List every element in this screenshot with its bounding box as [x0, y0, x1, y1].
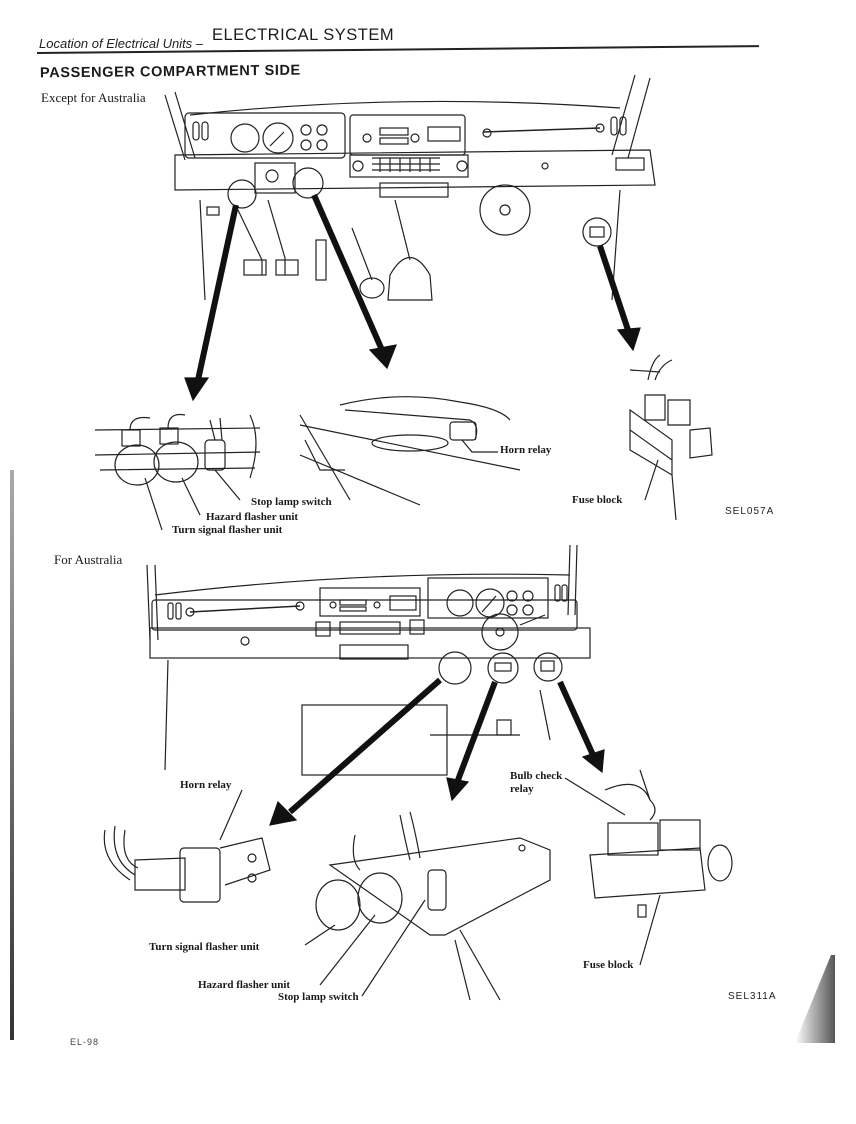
figure1-fuse-block-detail: [629, 354, 713, 521]
figure2-horn-relay-detail: [103, 789, 271, 903]
figure2-dashboard-drawing: [146, 544, 591, 776]
figure1-flasher-detail: [94, 413, 261, 531]
figure2-label-turn-signal-flasher-unit: Turn signal flasher unit: [149, 941, 260, 953]
figure1-horn-relay-detail: [299, 396, 521, 506]
page-number: EL-98: [70, 1037, 100, 1047]
figure1-label-turn-signal-flasher-unit: Turn signal flasher unit: [172, 524, 283, 536]
scan-binding-edge: [10, 470, 14, 1040]
figure1-callout-arrows: [184, 193, 641, 402]
figure1-subtitle: Except for Australia: [41, 90, 146, 105]
figure2-flasher-detail: [304, 811, 551, 1001]
figure2-label-horn-relay: Horn relay: [180, 779, 232, 791]
figure1-dashboard-drawing: [164, 74, 656, 301]
figure2-code: SEL311A: [728, 991, 777, 1002]
figure2-label-fuse-block: Fuse block: [583, 959, 634, 971]
figure1-label-stop-lamp-switch: Stop lamp switch: [251, 496, 332, 508]
figure2-fuse-block-detail: [564, 769, 733, 966]
figure2-callout-arrows: [269, 677, 605, 826]
figure1-label-hazard-flasher-unit: Hazard flasher unit: [206, 511, 299, 523]
figure1-label-horn-relay: Horn relay: [500, 444, 552, 456]
figure2-label-hazard-flasher-unit: Hazard flasher unit: [198, 979, 291, 991]
header-section-path: Location of Electrical Units –: [39, 36, 204, 51]
figure2-label-stop-lamp-switch: Stop lamp switch: [278, 991, 359, 1003]
figure2-label-bulb-check-relay: Bulb check relay: [510, 770, 563, 795]
header-chapter-title: ELECTRICAL SYSTEM: [212, 26, 395, 44]
figure1-label-fuse-block: Fuse block: [572, 494, 623, 506]
figure2-subtitle: For Australia: [54, 552, 123, 567]
figure1-code: SEL057A: [725, 506, 775, 517]
